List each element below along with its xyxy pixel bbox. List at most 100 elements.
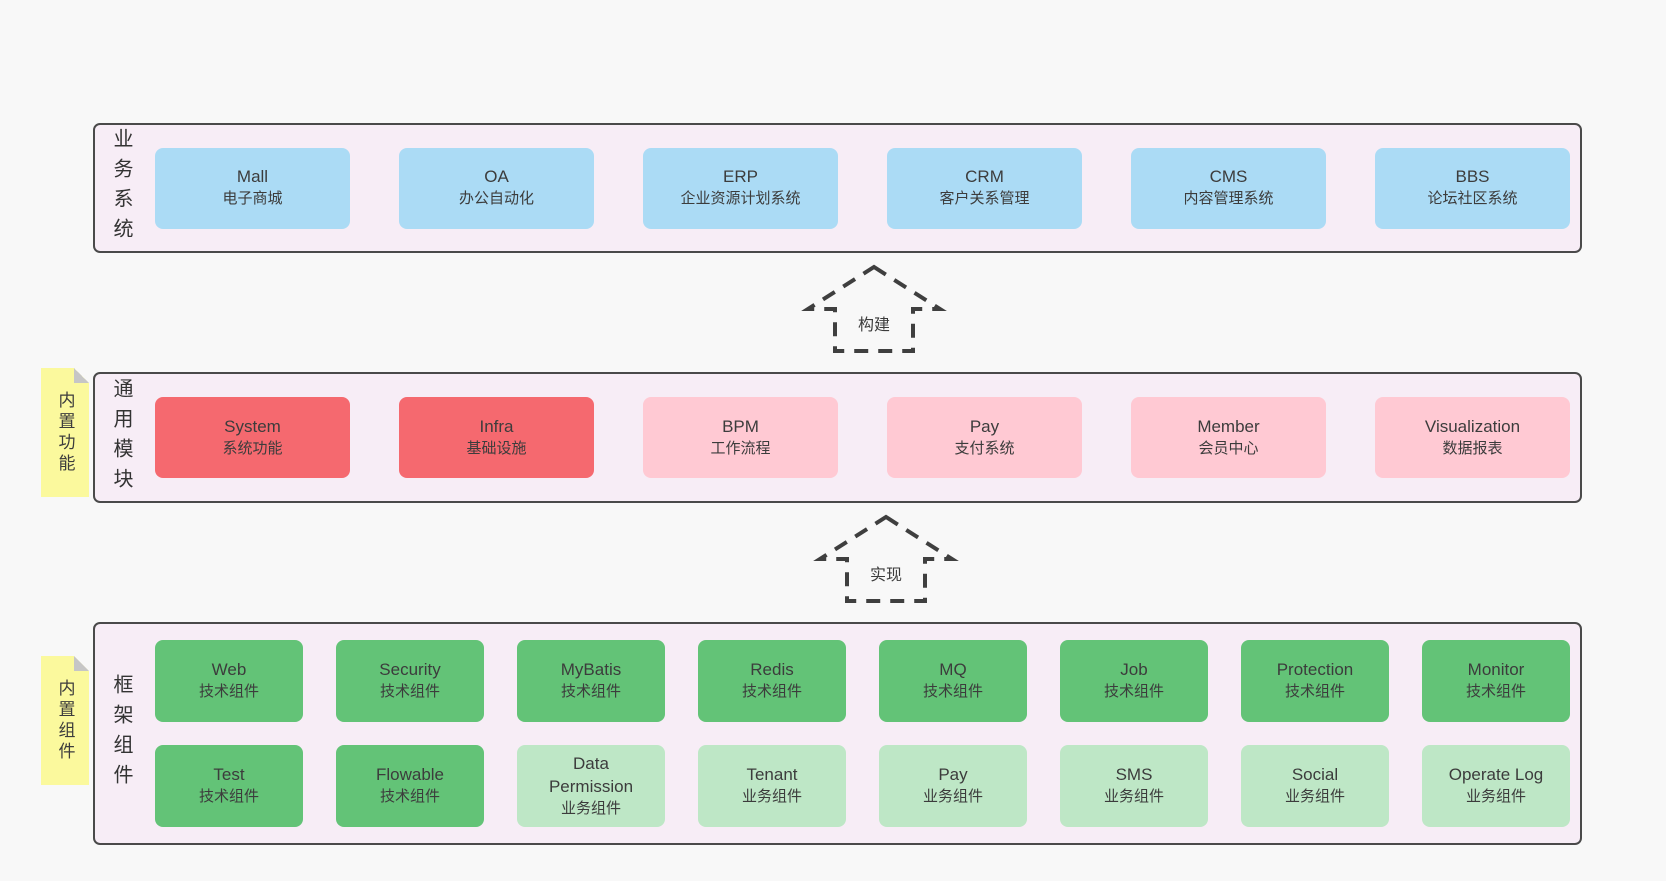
box-subtitle: 业务组件 (560, 799, 621, 817)
box-title: Visualization (1424, 416, 1521, 436)
box-title: CMS (1209, 167, 1248, 187)
box-subtitle: 技术组件 (198, 683, 259, 701)
box-subtitle: 论坛社区系统 (1427, 190, 1518, 208)
box-subtitle: 技术组件 (741, 683, 802, 701)
box-data-permission: Data Permission 业务组件 (517, 745, 665, 827)
box-subtitle: 内容管理系统 (1183, 190, 1274, 208)
box-social: Social 业务组件 (1241, 745, 1389, 827)
arrow-implement: 实现 (811, 514, 961, 604)
box-subtitle: 技术组件 (198, 788, 259, 806)
box-title: Tenant (746, 765, 798, 785)
arrow-build-label: 构建 (853, 310, 895, 336)
box-web: Web 技术组件 (155, 640, 303, 722)
box-subtitle: 支付系统 (954, 439, 1015, 457)
box-title: BBS (1455, 167, 1490, 187)
layer-label-framework-components: 框架组件 (110, 673, 132, 794)
box-job: Job 技术组件 (1060, 640, 1208, 722)
box-title: Mall (236, 167, 269, 187)
box-title: Web (211, 660, 247, 680)
box-title: ERP (723, 167, 758, 187)
box-subtitle: 数据报表 (1442, 439, 1503, 457)
box-sms: SMS 业务组件 (1060, 745, 1208, 827)
box-infra: Infra 基础设施 (399, 397, 594, 478)
box-subtitle: 业务组件 (1284, 788, 1345, 806)
box-title: MQ (939, 660, 967, 680)
box-subtitle: 会员中心 (1198, 439, 1259, 457)
box-subtitle: 技术组件 (922, 683, 983, 701)
box-title: Pay (969, 416, 1000, 436)
box-security: Security 技术组件 (336, 640, 484, 722)
box-pay: Pay 支付系统 (887, 397, 1082, 478)
box-title: Member (1197, 416, 1260, 436)
box-monitor: Monitor 技术组件 (1422, 640, 1570, 722)
arrow-implement-label: 实现 (865, 560, 907, 586)
box-subtitle: 技术组件 (1284, 683, 1345, 701)
box-subtitle: 电子商城 (222, 190, 283, 208)
box-title: Security (379, 660, 441, 680)
box-subtitle: 技术组件 (1465, 683, 1526, 701)
box-subtitle: 技术组件 (379, 788, 440, 806)
box-subtitle: 办公自动化 (458, 190, 534, 208)
layer-label-business-systems: 业务系统 (110, 128, 132, 248)
box-title: Pay (938, 765, 968, 785)
folded-corner-icon (74, 656, 89, 671)
box-subtitle: 业务组件 (741, 788, 802, 806)
box-subtitle: 基础设施 (466, 439, 527, 457)
sticky-note-builtin-functions: 内置功能 (41, 368, 89, 497)
box-subtitle: 工作流程 (710, 439, 771, 457)
box-subtitle: 业务组件 (1465, 788, 1526, 806)
box-title: CRM (965, 167, 1004, 187)
dashed-up-arrow-icon (813, 514, 959, 603)
box-subtitle: 技术组件 (379, 683, 440, 701)
box-tenant: Tenant 业务组件 (698, 745, 846, 827)
box-title: Operate Log (1448, 765, 1544, 785)
box-test: Test 技术组件 (155, 745, 303, 827)
box-mall: Mall 电子商城 (155, 147, 350, 229)
box-subtitle: 业务组件 (1103, 788, 1164, 806)
box-bpm: BPM 工作流程 (643, 397, 838, 478)
box-cms: CMS 内容管理系统 (1131, 147, 1326, 229)
box-title: Social (1291, 765, 1339, 785)
sticky-note-builtin-components: 内置组件 (41, 656, 89, 785)
box-title: Job (1120, 660, 1148, 680)
box-title: Data Permission (548, 753, 634, 796)
box-title: SMS (1115, 765, 1153, 785)
sticky-note-text: 内置功能 (55, 390, 75, 475)
box-title: Flowable (375, 765, 445, 785)
arrow-build: 构建 (799, 264, 949, 354)
box-operate-log: Operate Log 业务组件 (1422, 745, 1570, 827)
box-title: Test (213, 765, 245, 785)
box-title: Monitor (1467, 660, 1525, 680)
box-bbs: BBS 论坛社区系统 (1375, 147, 1570, 229)
box-mq: MQ 技术组件 (879, 640, 1027, 722)
folded-corner-icon (74, 368, 89, 383)
box-subtitle: 技术组件 (560, 683, 621, 701)
box-title: System (224, 416, 281, 436)
box-title: BPM (722, 416, 759, 436)
box-visualization: Visualization 数据报表 (1375, 397, 1570, 478)
box-title: Redis (750, 660, 794, 680)
sticky-note-text: 内置组件 (55, 678, 75, 763)
box-member: Member 会员中心 (1131, 397, 1326, 478)
box-redis: Redis 技术组件 (698, 640, 846, 722)
box-subtitle: 技术组件 (1103, 683, 1164, 701)
box-mybatis: MyBatis 技术组件 (517, 640, 665, 722)
box-title: Infra (479, 416, 514, 436)
box-title: MyBatis (560, 660, 622, 680)
layer-label-common-modules: 通用模块 (110, 377, 132, 498)
dashed-up-arrow-icon (801, 264, 947, 353)
box-flowable: Flowable 技术组件 (336, 745, 484, 827)
